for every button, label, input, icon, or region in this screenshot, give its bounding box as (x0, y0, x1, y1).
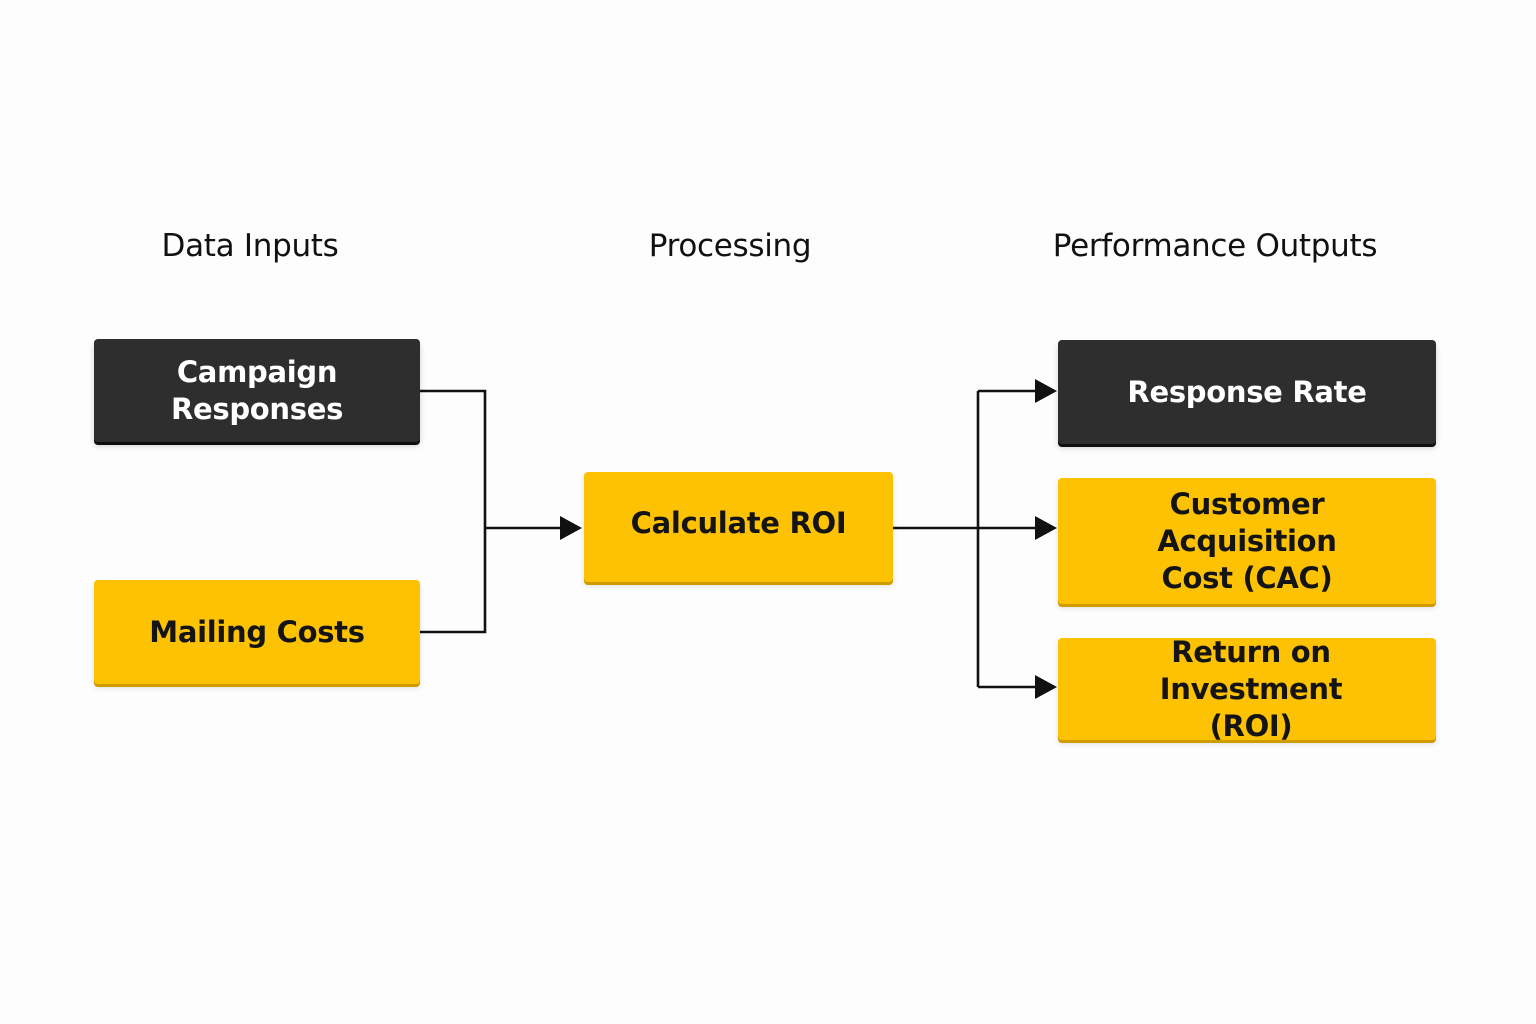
arrowhead-roi (1035, 675, 1057, 699)
edge-campaign-responses-to-merge (420, 389, 487, 528)
node-roi-line2: (ROI) (1209, 708, 1293, 743)
node-campaign-responses: Campaign Responses (94, 339, 420, 442)
node-calculate-roi: Calculate ROI (584, 472, 893, 582)
node-roi-line1: Return on Investment (1159, 634, 1343, 706)
heading-processing: Processing (648, 228, 812, 264)
node-campaign-responses-line2: Responses (170, 391, 344, 426)
node-calculate-roi-label: Calculate ROI (630, 506, 847, 540)
arrowhead-calculate-roi (560, 516, 582, 540)
node-cac-line2: Cost (CAC) (1161, 560, 1333, 595)
node-campaign-responses-line1: Campaign (176, 354, 338, 389)
heading-performance-outputs: Performance Outputs (1052, 228, 1378, 264)
arrowhead-cac (1035, 516, 1057, 540)
node-mailing-costs: Mailing Costs (94, 580, 420, 684)
arrowhead-response-rate (1035, 379, 1057, 403)
node-response-rate: Response Rate (1058, 340, 1436, 444)
heading-data-inputs: Data Inputs (161, 228, 339, 264)
node-mailing-costs-label: Mailing Costs (149, 614, 365, 649)
node-customer-acquisition-cost: Customer Acquisition Cost (CAC) (1058, 478, 1436, 604)
node-cac-line1: Customer Acquisition (1157, 486, 1337, 558)
edge-mailing-costs-to-merge (420, 528, 487, 634)
node-response-rate-label: Response Rate (1127, 374, 1367, 409)
node-return-on-investment: Return on Investment (ROI) (1058, 635, 1436, 743)
